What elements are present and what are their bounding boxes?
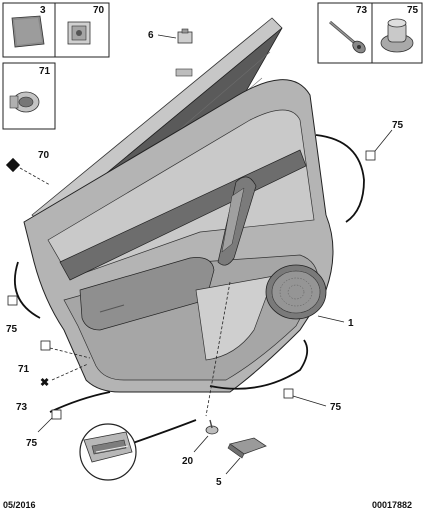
callout-70-box: 70: [93, 5, 105, 16]
inset-parts-top-right: 73 75: [317, 2, 423, 64]
foam-pad-icon: [11, 15, 45, 48]
callout-1: 1: [348, 318, 354, 329]
inset-parts-top-left: 3 70 71: [2, 2, 110, 130]
callout-group-75-right: 75: [365, 120, 404, 161]
footer-date: 05/2016: [3, 500, 36, 510]
part-20-screw: 20: [182, 419, 219, 467]
callout-75-box: 75: [407, 5, 419, 16]
door-trim-panel[interactable]: [23, 79, 334, 393]
callout-group-73-left: ✖ 73: [16, 363, 89, 413]
screw-icon: [329, 20, 366, 54]
callout-group-1: 1: [317, 315, 354, 329]
callout-5: 5: [216, 477, 222, 488]
callout-70-side: 70: [38, 150, 50, 161]
callout-71-left: 71: [18, 364, 30, 375]
callout-75-left: 75: [6, 324, 18, 335]
retaining-clip-icon: [67, 21, 91, 45]
callout-group-70-side: 70: [5, 150, 51, 186]
callout-group-71-left: 71: [18, 340, 91, 375]
callout-20: 20: [182, 456, 194, 467]
fastener-icon: [380, 18, 414, 53]
callout-75-bottom-right: 75: [330, 402, 342, 413]
cross-marker-icon: ✖: [40, 377, 49, 389]
footer-code: 00017882: [372, 500, 412, 510]
callout-group-75-left: 75: [6, 295, 18, 335]
part-5-cover: 5: [216, 437, 267, 488]
callout-75-right: 75: [392, 120, 404, 131]
clip-6-icon[interactable]: [177, 31, 193, 44]
callout-3: 3: [40, 5, 46, 16]
grommet-clip-icon: [9, 91, 40, 113]
callout-73-left: 73: [16, 402, 28, 413]
speaker-grille[interactable]: [265, 264, 327, 320]
callout-73-box: 73: [356, 5, 368, 16]
guide-line-20: [205, 281, 231, 417]
detail-magnifier: [79, 423, 137, 481]
callout-75-bottom-left: 75: [26, 438, 38, 449]
callout-6: 6: [148, 30, 154, 41]
callout-71-box: 71: [39, 66, 51, 77]
callout-group-75-bottom-right: 75: [283, 388, 342, 413]
callout-group-75-bottom-left: 75: [26, 409, 62, 449]
part-6-clip: 6: [148, 28, 193, 44]
